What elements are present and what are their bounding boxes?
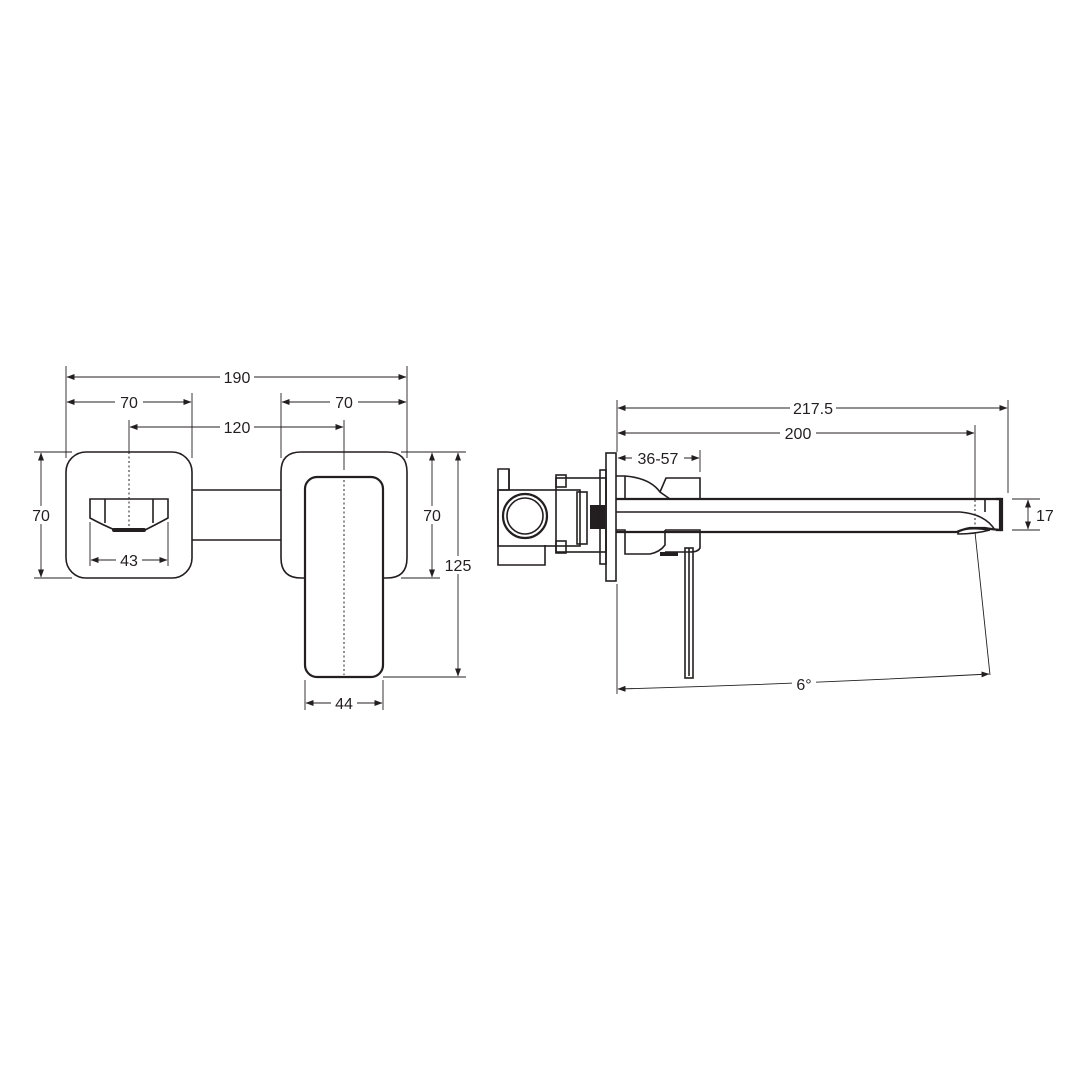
dim-spout-height: 17	[1025, 499, 1054, 530]
svg-text:17: 17	[1036, 508, 1054, 525]
backplate-side	[605, 452, 617, 582]
svg-text:36-57: 36-57	[638, 451, 679, 468]
svg-text:217.5: 217.5	[793, 401, 833, 418]
svg-text:70: 70	[335, 395, 353, 412]
spout	[616, 497, 1004, 535]
dim-left-plate-width: 70	[66, 393, 192, 412]
svg-text:6°: 6°	[796, 677, 811, 694]
svg-text:200: 200	[785, 426, 812, 443]
svg-text:190: 190	[224, 370, 251, 387]
dim-centres: 120	[129, 418, 344, 437]
handle-body-side	[616, 475, 701, 679]
side-view: 217.5 200 36-57 17 6°	[497, 399, 1054, 694]
dim-right-plate-height: 70	[419, 452, 445, 578]
mixer-handle	[303, 475, 385, 679]
front-view: 190 70 70 120 70 70	[28, 366, 474, 713]
svg-text:70: 70	[120, 395, 138, 412]
dim-left-plate-height: 70	[28, 452, 54, 578]
dim-overall-projection: 217.5	[617, 399, 1008, 418]
dim-spout-reach: 200	[617, 424, 975, 443]
dim-wall-depth-range: 36-57	[617, 449, 700, 468]
svg-text:44: 44	[335, 696, 353, 713]
dim-handle-width: 44	[305, 694, 383, 713]
svg-text:125: 125	[445, 558, 472, 575]
svg-text:120: 120	[224, 420, 251, 437]
dim-flow-angle: 6°	[617, 671, 990, 694]
spout-outlet	[89, 452, 169, 532]
svg-text:70: 70	[423, 508, 441, 525]
valve-body	[497, 468, 607, 566]
dim-spout-outlet-width: 43	[90, 551, 168, 570]
right-backplate	[280, 451, 408, 579]
svg-text:70: 70	[32, 508, 50, 525]
svg-text:43: 43	[120, 553, 138, 570]
dim-right-plate-width: 70	[281, 393, 407, 412]
dim-overall-height: 125	[442, 452, 474, 677]
dim-overall-width: 190	[66, 368, 407, 387]
